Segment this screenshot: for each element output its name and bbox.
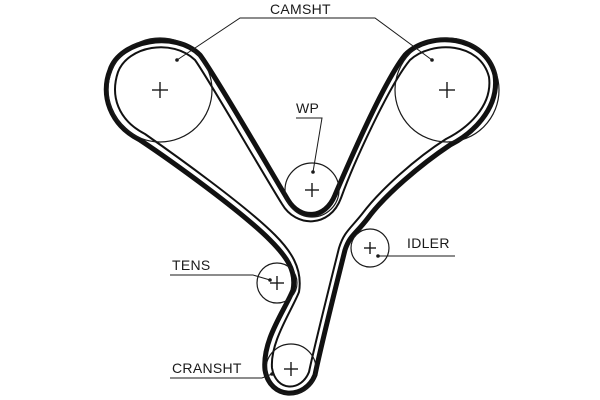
leader-crankshaft [170, 373, 273, 379]
pulley-circle [284, 162, 340, 218]
water-pump-pulley [284, 162, 340, 218]
leader-dot [268, 278, 272, 282]
label-camshaft: CAMSHT [270, 1, 331, 17]
label-crankshaft: CRANSHT [172, 360, 242, 376]
leader-dot [430, 58, 434, 62]
camshaft-pulley-left [107, 37, 213, 143]
pulley-circle [265, 343, 317, 395]
timing-belt [103, 37, 498, 396]
pulley-circle [350, 228, 390, 268]
pulley-circle [256, 262, 298, 304]
leader-dot [175, 58, 179, 62]
timing-belt-inner [114, 46, 491, 388]
leader-dot [376, 254, 380, 258]
camshaft-pulley-right [394, 37, 500, 143]
leader-water-pump [296, 117, 323, 173]
idler-pulley [350, 228, 390, 268]
tensioner-pulley [256, 262, 298, 304]
pulley-circle [107, 37, 213, 143]
leader-dot [270, 372, 274, 376]
leader-dot [311, 170, 315, 174]
pulley-circle [394, 37, 500, 143]
leader-tensioner [170, 274, 271, 281]
label-water-pump: WP [296, 100, 319, 116]
label-tensioner: TENS [172, 257, 211, 273]
label-idler: IDLER [407, 235, 450, 251]
crankshaft-pulley [265, 343, 317, 395]
leader-camshaft [176, 17, 433, 61]
